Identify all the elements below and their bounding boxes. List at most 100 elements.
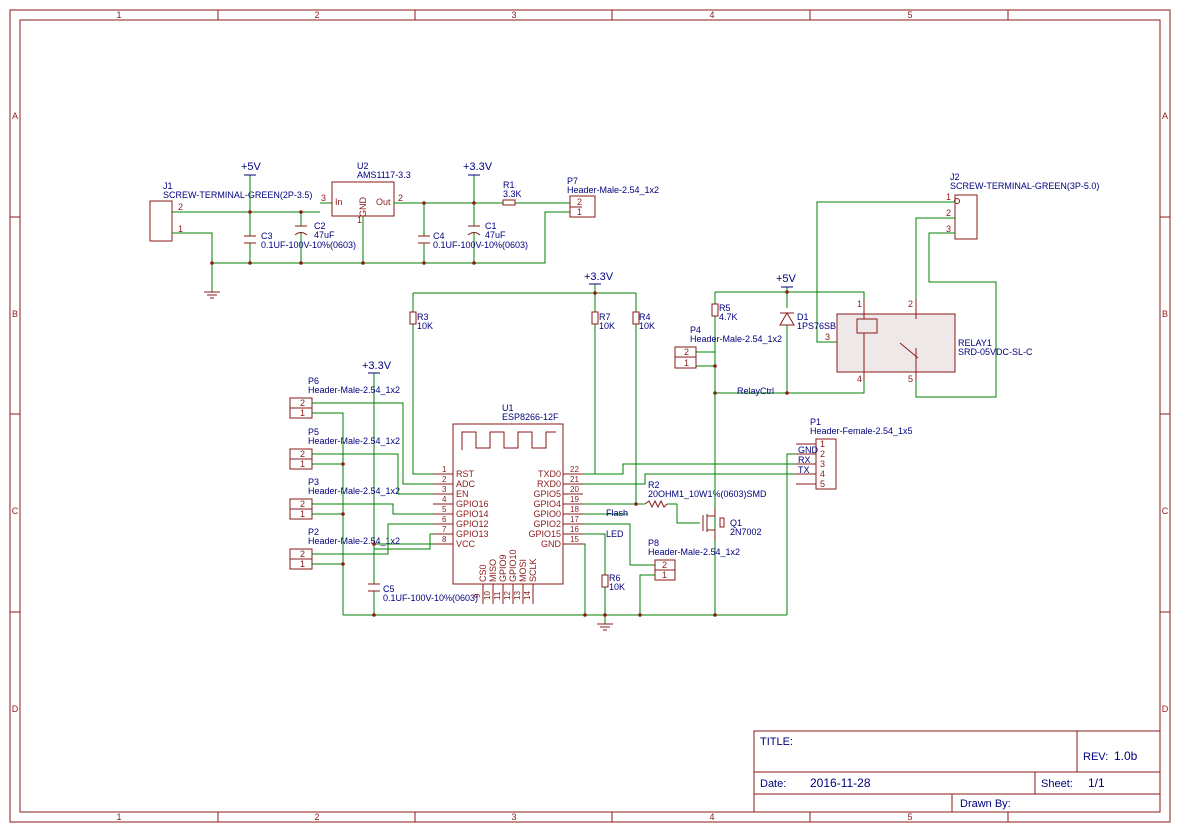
svg-text:TXD0: TXD0	[538, 469, 561, 479]
svg-text:1: 1	[178, 224, 183, 234]
p6-header[interactable]: P6 Header-Male-2.54_1x2 2 1	[289, 376, 400, 419]
col-label-top: 2	[314, 10, 319, 20]
svg-text:+5V: +5V	[776, 273, 797, 285]
svg-text:47uF: 47uF	[314, 230, 335, 240]
c4-capacitor[interactable]: C4 0.1UF-100V-10%(0603)	[418, 231, 528, 250]
col-label-bottom: 4	[709, 812, 714, 822]
svg-text:C4: C4	[433, 231, 445, 241]
svg-text:21: 21	[570, 475, 579, 484]
row-label-left: A	[12, 111, 18, 121]
svg-text:1: 1	[577, 207, 582, 217]
power-3v3-top-symbol: +3.3V	[584, 271, 614, 285]
svg-text:P7: P7	[567, 176, 578, 186]
p1-header[interactable]: P1 Header-Female-2.54_1x5 1 2 3 4 5	[796, 417, 913, 490]
svg-text:P5: P5	[308, 427, 319, 437]
svg-text:1: 1	[662, 570, 667, 580]
svg-text:3.3K: 3.3K	[503, 189, 522, 199]
svg-text:15: 15	[570, 535, 579, 544]
svg-text:R2: R2	[648, 480, 660, 490]
svg-text:2N7002: 2N7002	[730, 527, 762, 537]
svg-text:1: 1	[300, 559, 305, 569]
c3-capacitor[interactable]: C3 0.1UF-100V-10%(0603)	[244, 231, 356, 250]
svg-text:RST: RST	[456, 469, 475, 479]
c5-capacitor[interactable]: C5 0.1UF-100V-10%(0603)	[368, 583, 478, 603]
svg-text:1: 1	[300, 459, 305, 469]
power-5v-relay-symbol: +5V	[776, 273, 797, 288]
net-gnd: GND	[798, 445, 819, 455]
svg-text:18: 18	[570, 505, 579, 514]
svg-text:C2: C2	[314, 221, 326, 231]
c2-capacitor[interactable]: C2 47uF	[294, 221, 335, 240]
p8-header[interactable]: P8 Header-Male-2.54_1x2 2 1	[648, 538, 740, 581]
svg-text:2: 2	[662, 560, 667, 570]
svg-text:SCLK: SCLK	[528, 558, 538, 582]
svg-text:MISO: MISO	[488, 559, 498, 582]
svg-text:P2: P2	[308, 527, 319, 537]
svg-text:GND: GND	[358, 197, 368, 218]
row-label-right: A	[1162, 111, 1168, 121]
svg-text:1: 1	[442, 465, 447, 474]
svg-text:+5V: +5V	[241, 161, 262, 173]
date-label: Date:	[760, 778, 786, 790]
u2-regulator[interactable]: U2 AMS1117-3.3 In Out GND 3 2 1	[320, 161, 411, 225]
c1-capacitor[interactable]: C1 47uF	[467, 221, 506, 240]
svg-text:U2: U2	[357, 161, 369, 171]
r2-resistor[interactable]: R2 20OHM1_10W1%(0603)SMD	[644, 480, 767, 509]
row-label-right: B	[1162, 309, 1168, 319]
svg-text:Header-Male-2.54_1x2: Header-Male-2.54_1x2	[648, 547, 740, 557]
svg-text:4: 4	[442, 495, 447, 504]
svg-text:20OHM1_10W1%(0603)SMD: 20OHM1_10W1%(0603)SMD	[648, 489, 767, 499]
svg-text:1: 1	[857, 299, 862, 309]
j2-connector[interactable]: J2 SCREW-TERMINAL-GREEN(3P-5.0) 1 2 3	[946, 172, 1099, 240]
sheet-label: Sheet:	[1041, 778, 1073, 790]
svg-text:Header-Male-2.54_1x2: Header-Male-2.54_1x2	[308, 385, 400, 395]
q1-mosfet[interactable]: Q1 2N7002	[702, 508, 762, 540]
svg-text:4: 4	[857, 374, 862, 384]
svg-text:10K: 10K	[599, 321, 615, 331]
p4-header[interactable]: P4 Header-Male-2.54_1x2 2 1	[674, 325, 782, 369]
mcu-section: +3.3V R3 10K R7 10K R4 10K +3.3V	[289, 271, 913, 631]
p7-header[interactable]: P7 Header-Male-2.54_1x2 2 1	[567, 176, 659, 218]
date-value: 2016-11-28	[810, 776, 871, 790]
svg-text:P6: P6	[308, 376, 319, 386]
j1-connector[interactable]: J1 SCREW-TERMINAL-GREEN(2P-3.5) 2 1	[149, 181, 312, 242]
svg-text:GPIO15: GPIO15	[528, 529, 561, 539]
svg-text:P3: P3	[308, 477, 319, 487]
svg-text:GPIO2: GPIO2	[533, 519, 561, 529]
svg-text:GPIO10: GPIO10	[508, 549, 518, 582]
relay1[interactable]: RELAY1 SRD-05VDC-SL-C 1 2 3 4 5	[825, 299, 1033, 384]
svg-text:Header-Male-2.54_1x2: Header-Male-2.54_1x2	[690, 334, 782, 344]
svg-text:J1: J1	[163, 181, 173, 191]
sheet-value: 1/1	[1088, 776, 1105, 790]
p2-header[interactable]: P2 Header-Male-2.54_1x2 2 1	[289, 527, 400, 570]
svg-text:5: 5	[820, 479, 825, 489]
svg-text:U1: U1	[502, 403, 514, 413]
svg-text:C3: C3	[261, 231, 273, 241]
r4-resistor[interactable]: R4 10K	[632, 311, 655, 331]
svg-text:GPIO5: GPIO5	[533, 489, 561, 499]
p5-header[interactable]: P5 Header-Male-2.54_1x2 2 1	[289, 427, 400, 470]
r3-resistor[interactable]: R3 10K	[409, 311, 433, 331]
svg-text:Header-Female-2.54_1x5: Header-Female-2.54_1x5	[810, 426, 913, 436]
col-label-bottom: 3	[511, 812, 516, 822]
r1-resistor[interactable]: R1 3.3K	[502, 180, 522, 206]
svg-text:MOSI: MOSI	[518, 559, 528, 582]
svg-text:2: 2	[684, 347, 689, 357]
svg-text:SCREW-TERMINAL-GREEN(3P-5.0): SCREW-TERMINAL-GREEN(3P-5.0)	[950, 181, 1099, 191]
svg-text:3: 3	[825, 332, 830, 342]
svg-text:C5: C5	[383, 584, 395, 594]
svg-text:ESP8266-12F: ESP8266-12F	[502, 412, 559, 422]
svg-text:4: 4	[820, 469, 825, 479]
d1-diode[interactable]: D1 1PS76SB10	[779, 312, 846, 331]
svg-text:GPIO13: GPIO13	[456, 529, 489, 539]
p3-header[interactable]: P3 Header-Male-2.54_1x2 2 1	[289, 477, 400, 520]
r5-resistor[interactable]: R5 4.7K	[711, 303, 738, 322]
svg-text:R7: R7	[599, 312, 611, 322]
r7-resistor[interactable]: R7 10K	[591, 311, 615, 331]
title-label: TITLE:	[760, 736, 793, 748]
rev-label: REV:	[1083, 751, 1108, 763]
